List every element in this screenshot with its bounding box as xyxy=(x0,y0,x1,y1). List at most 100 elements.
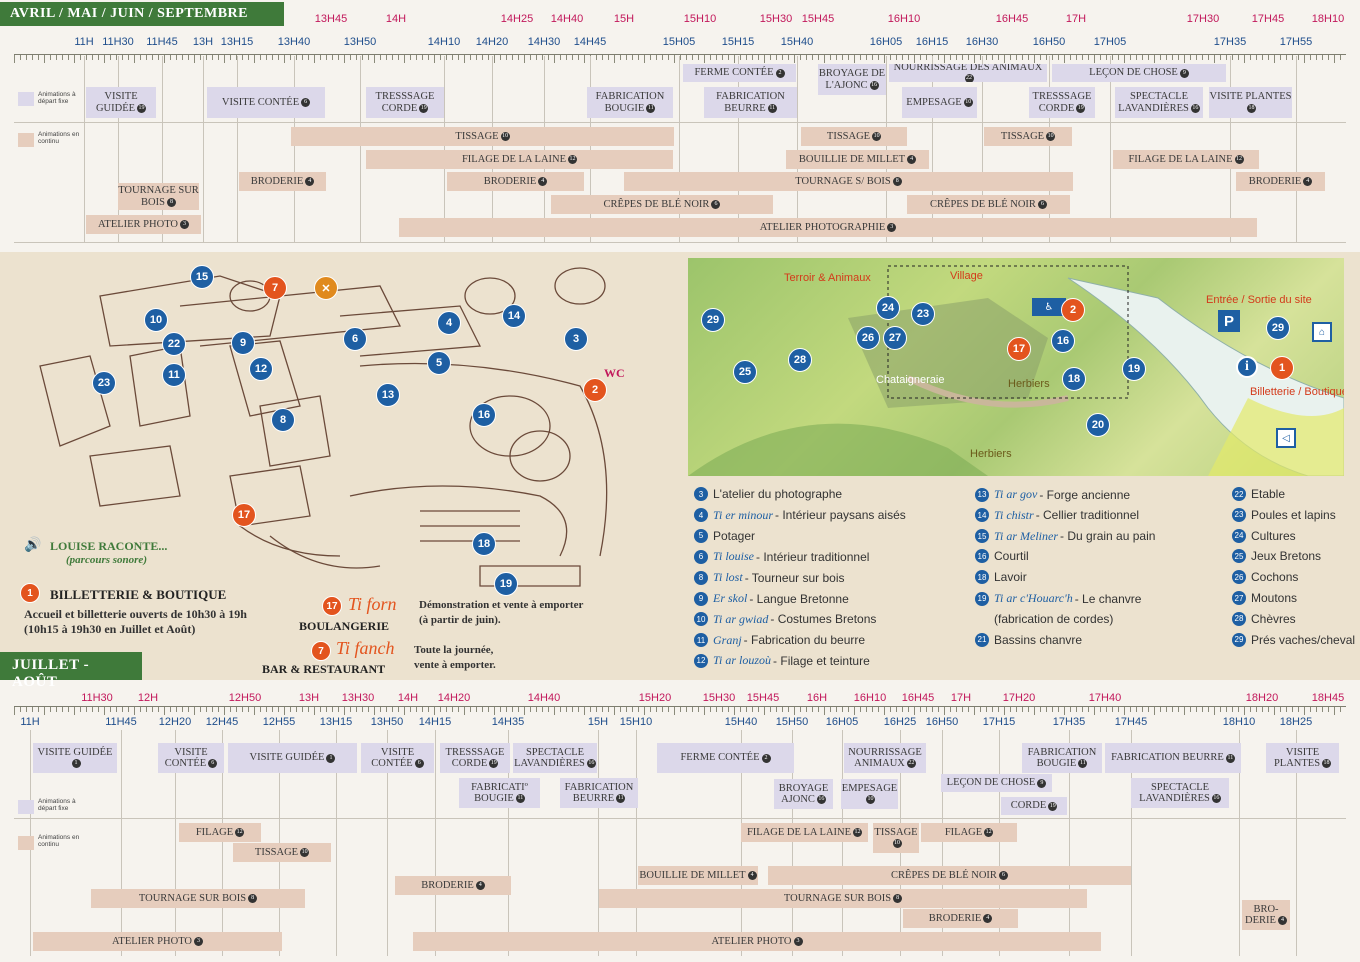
map-pin-7[interactable]: 7 xyxy=(263,276,287,300)
map-pin-6[interactable]: 6 xyxy=(343,327,367,351)
aerial-pin-2[interactable]: 2 xyxy=(1061,298,1085,322)
season2-top-time-label: 14H40 xyxy=(527,692,561,704)
aerial-pin-25[interactable]: 25 xyxy=(733,360,757,384)
season1-activity[interactable]: Filage de la laine12 xyxy=(1113,150,1259,169)
season1-activity[interactable]: Crêpes de blé noir6 xyxy=(551,195,773,214)
aerial-pin-17[interactable]: 17 xyxy=(1007,337,1031,361)
season2-activity[interactable]: Fabrication beurre11 xyxy=(1105,743,1241,773)
map-pin-16[interactable]: 16 xyxy=(472,403,496,427)
aerial-pin-23[interactable]: 23 xyxy=(911,302,935,326)
season1-activity[interactable]: Atelier photographie3 xyxy=(399,218,1257,237)
season1-activity[interactable]: Empesage10 xyxy=(902,87,977,118)
aerial-pin-16[interactable]: 16 xyxy=(1051,329,1075,353)
season2-activity[interactable]: Tournage sur bois8 xyxy=(599,889,1087,908)
season1-activity[interactable]: Tissage10 xyxy=(984,127,1072,146)
season2-activity[interactable]: Atelier photo3 xyxy=(33,932,282,951)
season2-activity[interactable]: Filage12 xyxy=(179,823,261,842)
season2-activity[interactable]: Filage12 xyxy=(921,823,1017,842)
season2-activity[interactable]: Tresssage corde19 xyxy=(440,743,510,773)
season2-activity[interactable]: Spectacle lavandières16 xyxy=(1131,778,1229,808)
season1-activity[interactable]: Atelier photo3 xyxy=(86,215,201,234)
season2-activity[interactable]: Fabricatiº bougie11 xyxy=(459,778,540,808)
season2-activity[interactable]: Empesage10 xyxy=(841,779,898,809)
aerial-pin-1[interactable]: 1 xyxy=(1270,356,1294,380)
season2-activity[interactable]: Tissage10 xyxy=(873,823,919,853)
season2-activity[interactable]: Visite guidée1 xyxy=(228,743,357,773)
aerial-pin-18[interactable]: 18 xyxy=(1062,367,1086,391)
season1-activity[interactable]: Fabrication beurre11 xyxy=(704,87,797,118)
season1-activity[interactable]: Filage de la laine12 xyxy=(366,150,673,169)
season1-activity[interactable]: Spectacle lavandières16 xyxy=(1115,87,1203,118)
aerial-pin-28[interactable]: 28 xyxy=(788,348,812,372)
season2-activity[interactable]: Broderie4 xyxy=(395,876,511,895)
map-pin-15[interactable]: 15 xyxy=(190,265,214,289)
season2-activity[interactable]: Tournage sur bois8 xyxy=(91,889,305,908)
season2-top-time-label: 17H20 xyxy=(1002,692,1036,704)
season2-activity[interactable]: Bro-derie4 xyxy=(1242,900,1290,930)
season2-activity[interactable]: Leçon de chose9 xyxy=(941,774,1052,792)
season1-activity[interactable]: Crêpes de blé noir6 xyxy=(907,195,1070,214)
map-pin-11[interactable]: 11 xyxy=(162,363,186,387)
season1-activity[interactable]: Bouillie de millet4 xyxy=(786,150,929,169)
season1-activity[interactable]: Tournage s/ bois8 xyxy=(624,172,1073,191)
map-pin-bar-icon[interactable]: ✕ xyxy=(314,276,338,300)
ruler-tick xyxy=(728,55,729,60)
aerial-pin-24[interactable]: 24 xyxy=(876,296,900,320)
aerial-pin-29a[interactable]: 29 xyxy=(701,308,725,332)
season1-activity[interactable]: Broyage de l'ajonc16 xyxy=(818,64,886,95)
season2-activity[interactable]: Visite contée6 xyxy=(158,743,224,773)
season2-activity[interactable]: Bouillie de millet4 xyxy=(638,866,758,885)
season2-activity[interactable]: Crêpes de blé noir6 xyxy=(768,866,1131,885)
map-pin-10[interactable]: 10 xyxy=(144,308,168,332)
aerial-pin-20[interactable]: 20 xyxy=(1086,413,1110,437)
map-pin-12[interactable]: 12 xyxy=(249,357,273,381)
map-pin-17[interactable]: 17 xyxy=(232,503,256,527)
season1-activity[interactable]: Ferme contée2 xyxy=(683,64,796,82)
map-pin-18[interactable]: 18 xyxy=(472,532,496,556)
aerial-pin-19[interactable]: 19 xyxy=(1122,357,1146,381)
season2-activity[interactable]: Corde19 xyxy=(1001,797,1067,815)
season1-activity[interactable]: Broderie4 xyxy=(447,172,584,191)
season2-activity[interactable]: Fabrication beurre11 xyxy=(560,778,638,808)
season2-activity[interactable]: Broderie4 xyxy=(903,909,1018,928)
map-pin-3[interactable]: 3 xyxy=(564,327,588,351)
map-pin-8[interactable]: 8 xyxy=(271,408,295,432)
season2-activity[interactable]: Broyage ajonc16 xyxy=(774,779,833,809)
season1-activity[interactable]: Tournage sur bois8 xyxy=(118,183,199,210)
season1-activity[interactable]: Visite plantes18 xyxy=(1209,87,1292,118)
season1-activity[interactable]: Tresssage corde19 xyxy=(1029,87,1095,118)
map-pin-19[interactable]: 19 xyxy=(494,572,518,596)
map-pin-2[interactable]: 2 xyxy=(583,378,607,402)
season2-activity[interactable]: Visite plantes18 xyxy=(1266,743,1339,773)
season1-activity[interactable]: Visite guidée19 xyxy=(86,87,156,118)
map-pin-4[interactable]: 4 xyxy=(437,311,461,335)
season2-activity[interactable]: Ferme contée2 xyxy=(657,743,794,773)
season2-activity[interactable]: Spectacle lavandières16 xyxy=(513,743,597,773)
map-pin-5[interactable]: 5 xyxy=(427,351,451,375)
season2-activity[interactable]: Filage de la laine12 xyxy=(741,823,868,842)
aerial-pin-26[interactable]: 26 xyxy=(856,326,880,350)
season1-activity[interactable]: Tresssage corde19 xyxy=(366,87,444,118)
season2-activity[interactable]: Nourrissage animaux22 xyxy=(844,743,926,773)
aerial-pin-29b[interactable]: 29 xyxy=(1266,316,1290,340)
season2-activity[interactable]: Fabrication bougie11 xyxy=(1022,743,1102,773)
season1-activity[interactable]: Tissage10 xyxy=(801,127,907,146)
map-pin-13[interactable]: 13 xyxy=(376,383,400,407)
season2-activity[interactable]: Atelier photo3 xyxy=(413,932,1101,951)
season1-activity[interactable]: Fabrication bougie11 xyxy=(587,87,673,118)
season1-activity[interactable]: Visite contée6 xyxy=(207,87,325,118)
map-pin-22[interactable]: 22 xyxy=(162,332,186,356)
map-pin-9[interactable]: 9 xyxy=(231,331,255,355)
map-pin-14[interactable]: 14 xyxy=(502,304,526,328)
map-pin-23[interactable]: 23 xyxy=(92,371,116,395)
season2-activity[interactable]: Visite guidée1 xyxy=(33,743,117,773)
season1-activity[interactable]: Nourrissage des animaux22 xyxy=(889,64,1047,82)
season1-activity[interactable]: Leçon de chose9 xyxy=(1052,64,1226,82)
season1-activity[interactable]: Broderie4 xyxy=(1236,172,1325,191)
aerial-pin-27[interactable]: 27 xyxy=(883,326,907,350)
season1-activity[interactable]: Broderie4 xyxy=(239,172,326,191)
season2-activity[interactable]: Visite contée6 xyxy=(361,743,434,773)
season1-activity[interactable]: Tissage10 xyxy=(291,127,674,146)
season2-activity[interactable]: Tissage10 xyxy=(233,843,331,862)
legend-fixed-swatch xyxy=(18,800,34,814)
